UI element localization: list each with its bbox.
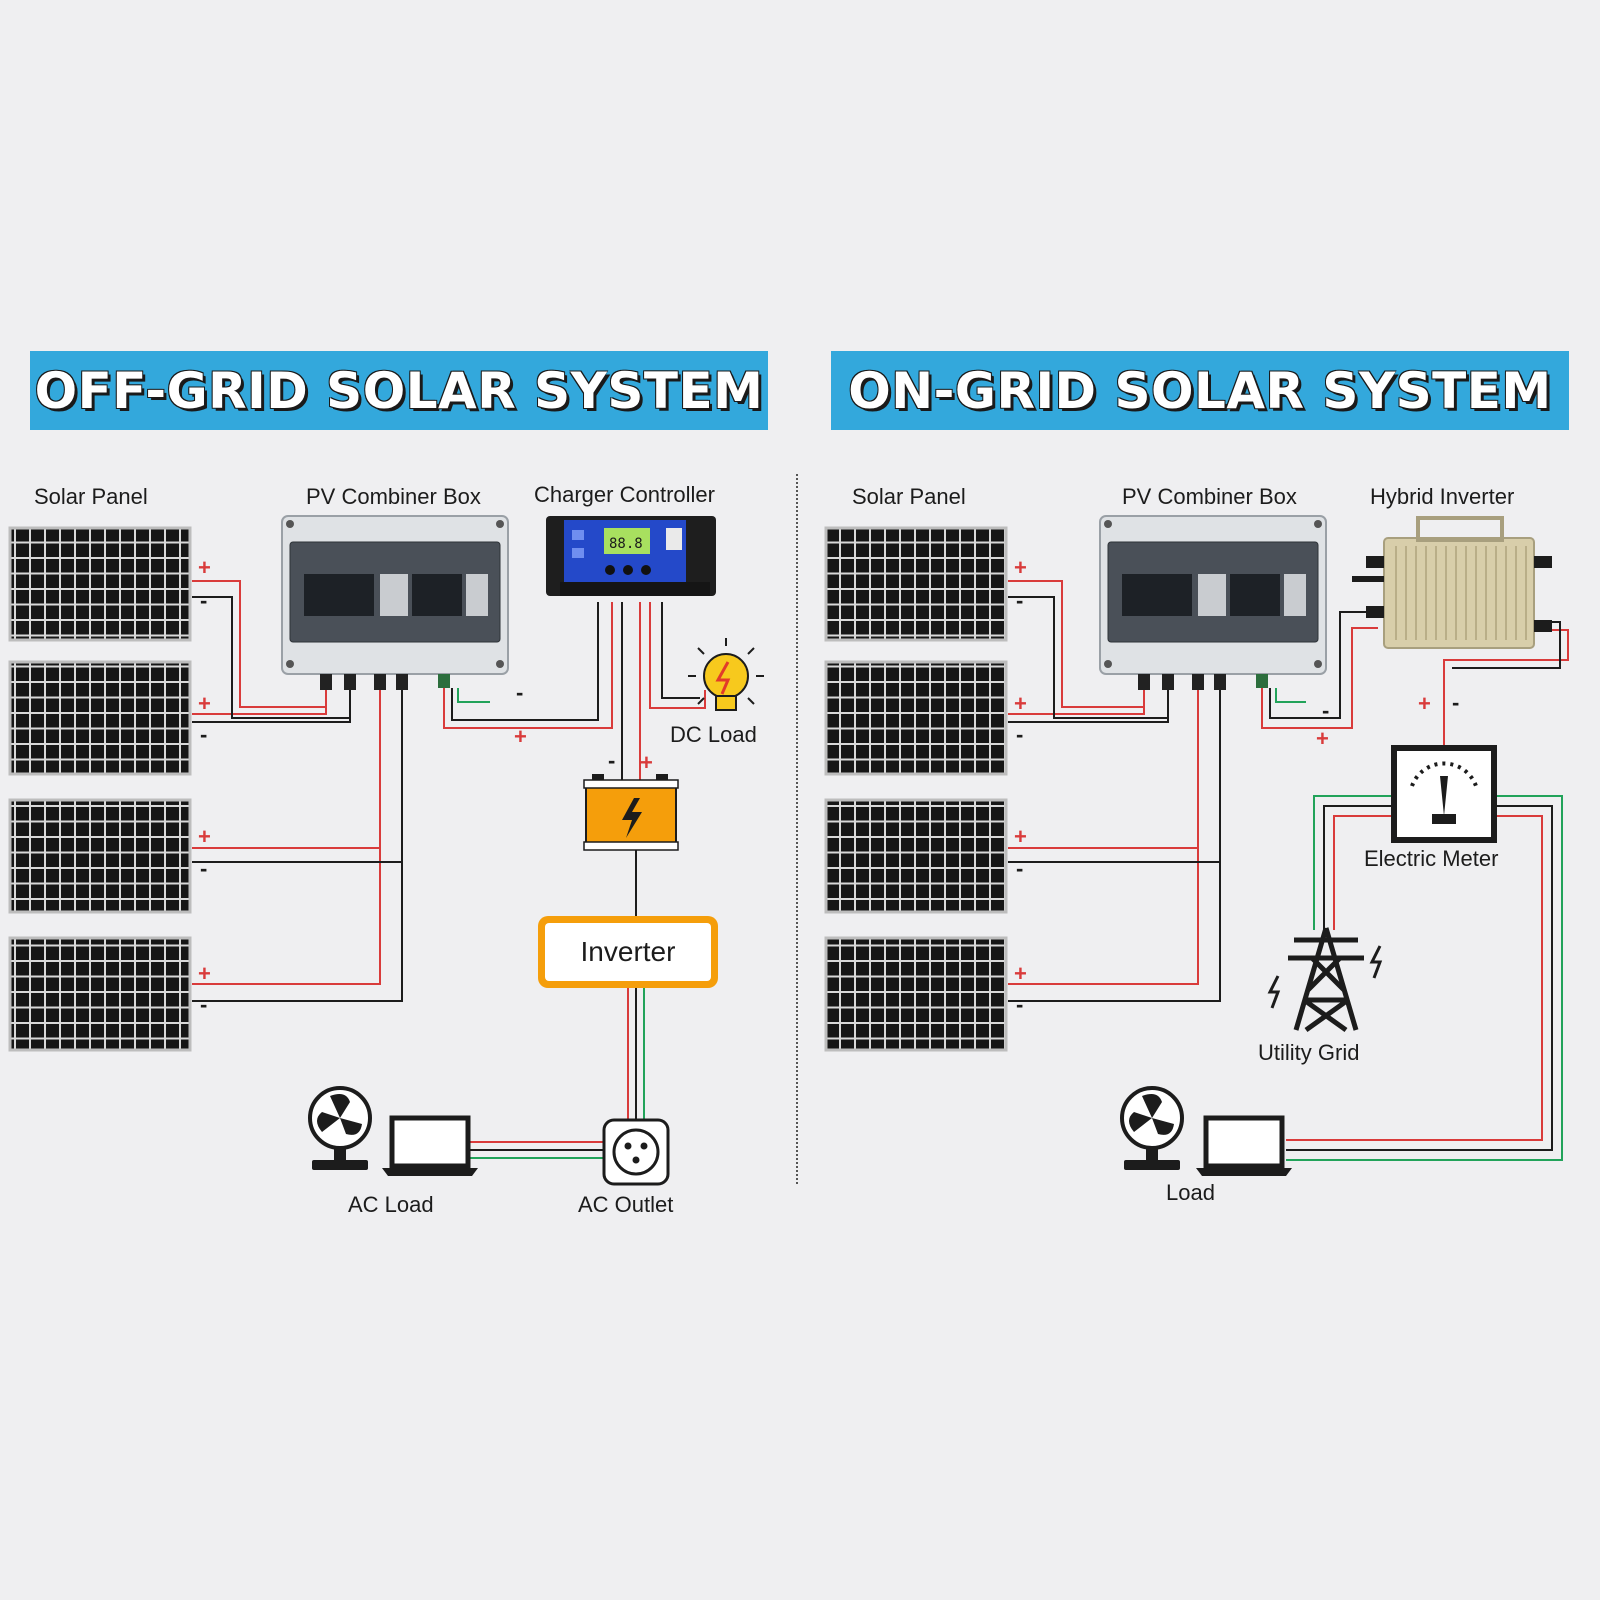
solar-panel	[824, 798, 1008, 914]
minus-mark: -	[516, 680, 523, 705]
section-divider	[796, 474, 798, 1184]
inverter-label: Inverter	[545, 923, 711, 981]
plus-mark: +	[198, 961, 211, 986]
plus-mark: +	[1014, 555, 1027, 580]
plus-mark: +	[1316, 726, 1329, 751]
on-grid-wires	[1008, 580, 1569, 1161]
minus-mark: -	[608, 748, 615, 773]
inverter-box: Inverter	[538, 916, 718, 988]
on-grid-title-banner: ON-GRID SOLAR SYSTEM	[831, 351, 1569, 430]
utility-grid-label: Utility Grid	[1258, 1040, 1360, 1065]
load-label: Load	[1166, 1180, 1215, 1205]
plus-mark: +	[198, 555, 211, 580]
minus-mark: -	[1016, 992, 1023, 1017]
minus-mark: -	[1016, 722, 1023, 747]
plus-mark: +	[198, 824, 211, 849]
solar-panel	[8, 526, 192, 642]
off-grid-solar-panel-label: Solar Panel	[34, 484, 148, 509]
plus-mark: +	[198, 691, 211, 716]
lightbulb-icon	[688, 638, 764, 711]
plus-mark: +	[1014, 691, 1027, 716]
electric-meter-label: Electric Meter	[1364, 846, 1499, 871]
ac-outlet-label: AC Outlet	[578, 1192, 674, 1217]
minus-mark: -	[200, 722, 207, 747]
solar-panel	[8, 936, 192, 1052]
off-grid-combiner-box	[281, 515, 509, 690]
hybrid-inverter	[1352, 516, 1552, 649]
on-grid-combiner-box	[1099, 515, 1327, 690]
minus-mark: -	[200, 588, 207, 613]
charger-controller: 88.8	[546, 516, 716, 596]
off-grid-title-banner: OFF-GRID SOLAR SYSTEM	[30, 351, 768, 430]
plus-mark: +	[1014, 824, 1027, 849]
hybrid-inverter-label: Hybrid Inverter	[1370, 484, 1515, 509]
laptop-icon	[1196, 1115, 1292, 1176]
laptop-icon	[382, 1115, 478, 1176]
solar-panel	[8, 798, 192, 914]
plus-mark: +	[1418, 691, 1431, 716]
off-grid-wires	[192, 580, 706, 1159]
ac-load-label: AC Load	[348, 1192, 434, 1217]
plus-mark: +	[1014, 961, 1027, 986]
fan-icon	[308, 1086, 372, 1170]
charger-controller-label: Charger Controller	[534, 482, 715, 507]
plus-mark: +	[640, 750, 653, 775]
solar-panel	[824, 660, 1008, 776]
minus-mark: -	[1452, 690, 1459, 715]
minus-mark: -	[200, 992, 207, 1017]
minus-mark: -	[200, 856, 207, 881]
fan-icon	[1120, 1086, 1184, 1170]
electric-meter-icon	[1391, 745, 1497, 843]
on-grid-combiner-box-label: PV Combiner Box	[1122, 484, 1297, 509]
minus-mark: -	[1016, 588, 1023, 613]
off-grid-solar-panels	[8, 526, 192, 1052]
off-grid-combiner-box-label: PV Combiner Box	[306, 484, 481, 509]
solar-panel	[824, 526, 1008, 642]
off-grid-polarity-marks: + - + - + - + - + - - +	[198, 555, 653, 1017]
minus-mark: -	[1322, 698, 1329, 723]
minus-mark: -	[1016, 856, 1023, 881]
on-grid-polarity-marks: + - + - + - + - + - + -	[1014, 555, 1459, 1017]
solar-panel	[824, 936, 1008, 1052]
controller-display-value: 88.8	[609, 536, 643, 552]
solar-panel	[8, 660, 192, 776]
on-grid-solar-panels	[824, 526, 1008, 1052]
dc-load-label: DC Load	[670, 722, 757, 747]
plus-mark: +	[514, 724, 527, 749]
on-grid-solar-panel-label: Solar Panel	[852, 484, 966, 509]
ac-outlet-icon	[602, 1118, 670, 1186]
utility-grid-tower-icon	[1267, 927, 1383, 1033]
battery-icon	[583, 774, 679, 851]
